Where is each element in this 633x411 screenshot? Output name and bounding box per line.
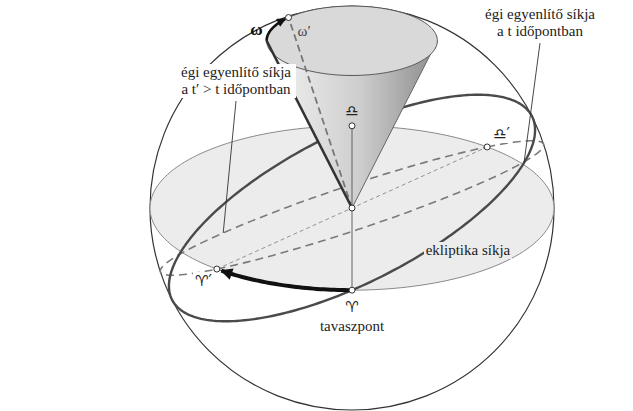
point-symbol: ♎ <box>345 102 358 120</box>
point-label: tavaszpont <box>318 318 386 335</box>
celestial-sphere <box>150 6 554 410</box>
axis-later <box>289 18 352 208</box>
point-marker <box>286 15 292 21</box>
leader-line <box>223 101 236 233</box>
leader-line <box>524 43 540 163</box>
point-marker <box>484 144 490 150</box>
point-marker <box>349 123 355 129</box>
precession-arrow <box>267 19 286 41</box>
point-symbol: ♈ <box>343 298 360 316</box>
point-marker <box>214 266 220 272</box>
point-symbol: ♎′ <box>491 125 512 143</box>
pole-label: ω′ <box>298 23 311 40</box>
equinox-shift-arrow <box>221 271 352 290</box>
point-marker <box>349 205 355 211</box>
point-marker <box>349 287 355 293</box>
equator-now <box>169 95 535 322</box>
ecliptic-plane <box>150 126 554 290</box>
plane-label: égi egyenlítő síkja a t′ > t időpontban <box>176 64 296 98</box>
pole-label: ω <box>250 20 262 39</box>
plane-label: égi egyenlítő síkja a t időpontban <box>480 6 600 40</box>
point-symbol: ♈′ <box>193 272 214 290</box>
plane-label: ekliptika síkja <box>424 242 513 259</box>
